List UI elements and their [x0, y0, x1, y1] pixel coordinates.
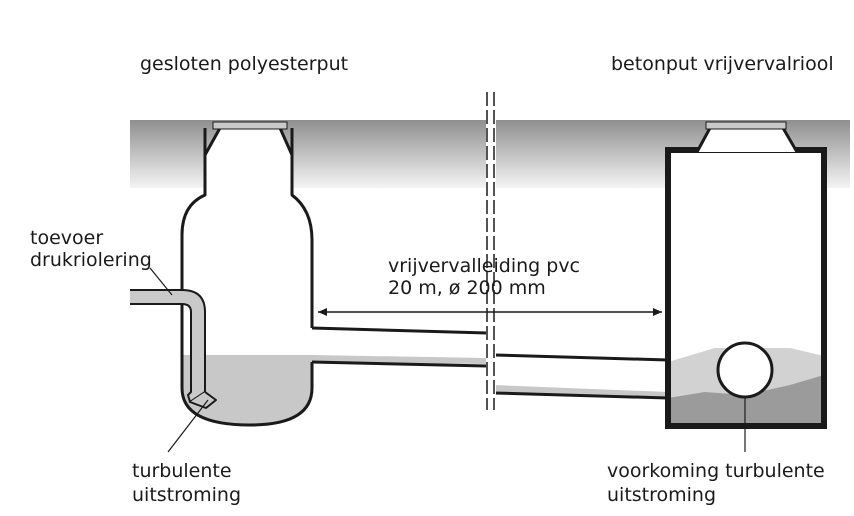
- label-pipe-line2: 20 m, ø 200 mm: [388, 277, 546, 299]
- label-feed-line2: drukriolering: [30, 249, 152, 271]
- outlet-pipe-circle: [716, 341, 774, 399]
- label-prevention-line2: uitstroming: [607, 484, 717, 506]
- leader-turbulent: [167, 399, 209, 453]
- leader-feed: [149, 267, 173, 296]
- label-feed-line1: toevoer: [30, 227, 104, 249]
- concrete-manhole-lid: [705, 121, 787, 130]
- polyester-manhole-lid: [212, 121, 288, 130]
- polyester-manhole: [180, 121, 500, 427]
- label-concrete-manhole: betonput vrijvervalriool: [611, 53, 834, 75]
- gravity-pipe: [311, 326, 669, 400]
- label-pipe-line1: vrijvervalleiding pvc: [388, 255, 581, 277]
- pipe-break-marks: [486, 88, 496, 413]
- concrete-manhole: [665, 121, 827, 429]
- polyester-manhole-outline: [180, 128, 314, 427]
- label-turbulent-line2: uitstroming: [132, 484, 242, 506]
- label-polyester-manhole: gesloten polyesterput: [140, 53, 349, 75]
- label-turbulent-line1: turbulente: [132, 460, 232, 482]
- label-prevention-line1: voorkoming turbulente: [607, 460, 825, 482]
- feed-pipe: [130, 289, 217, 409]
